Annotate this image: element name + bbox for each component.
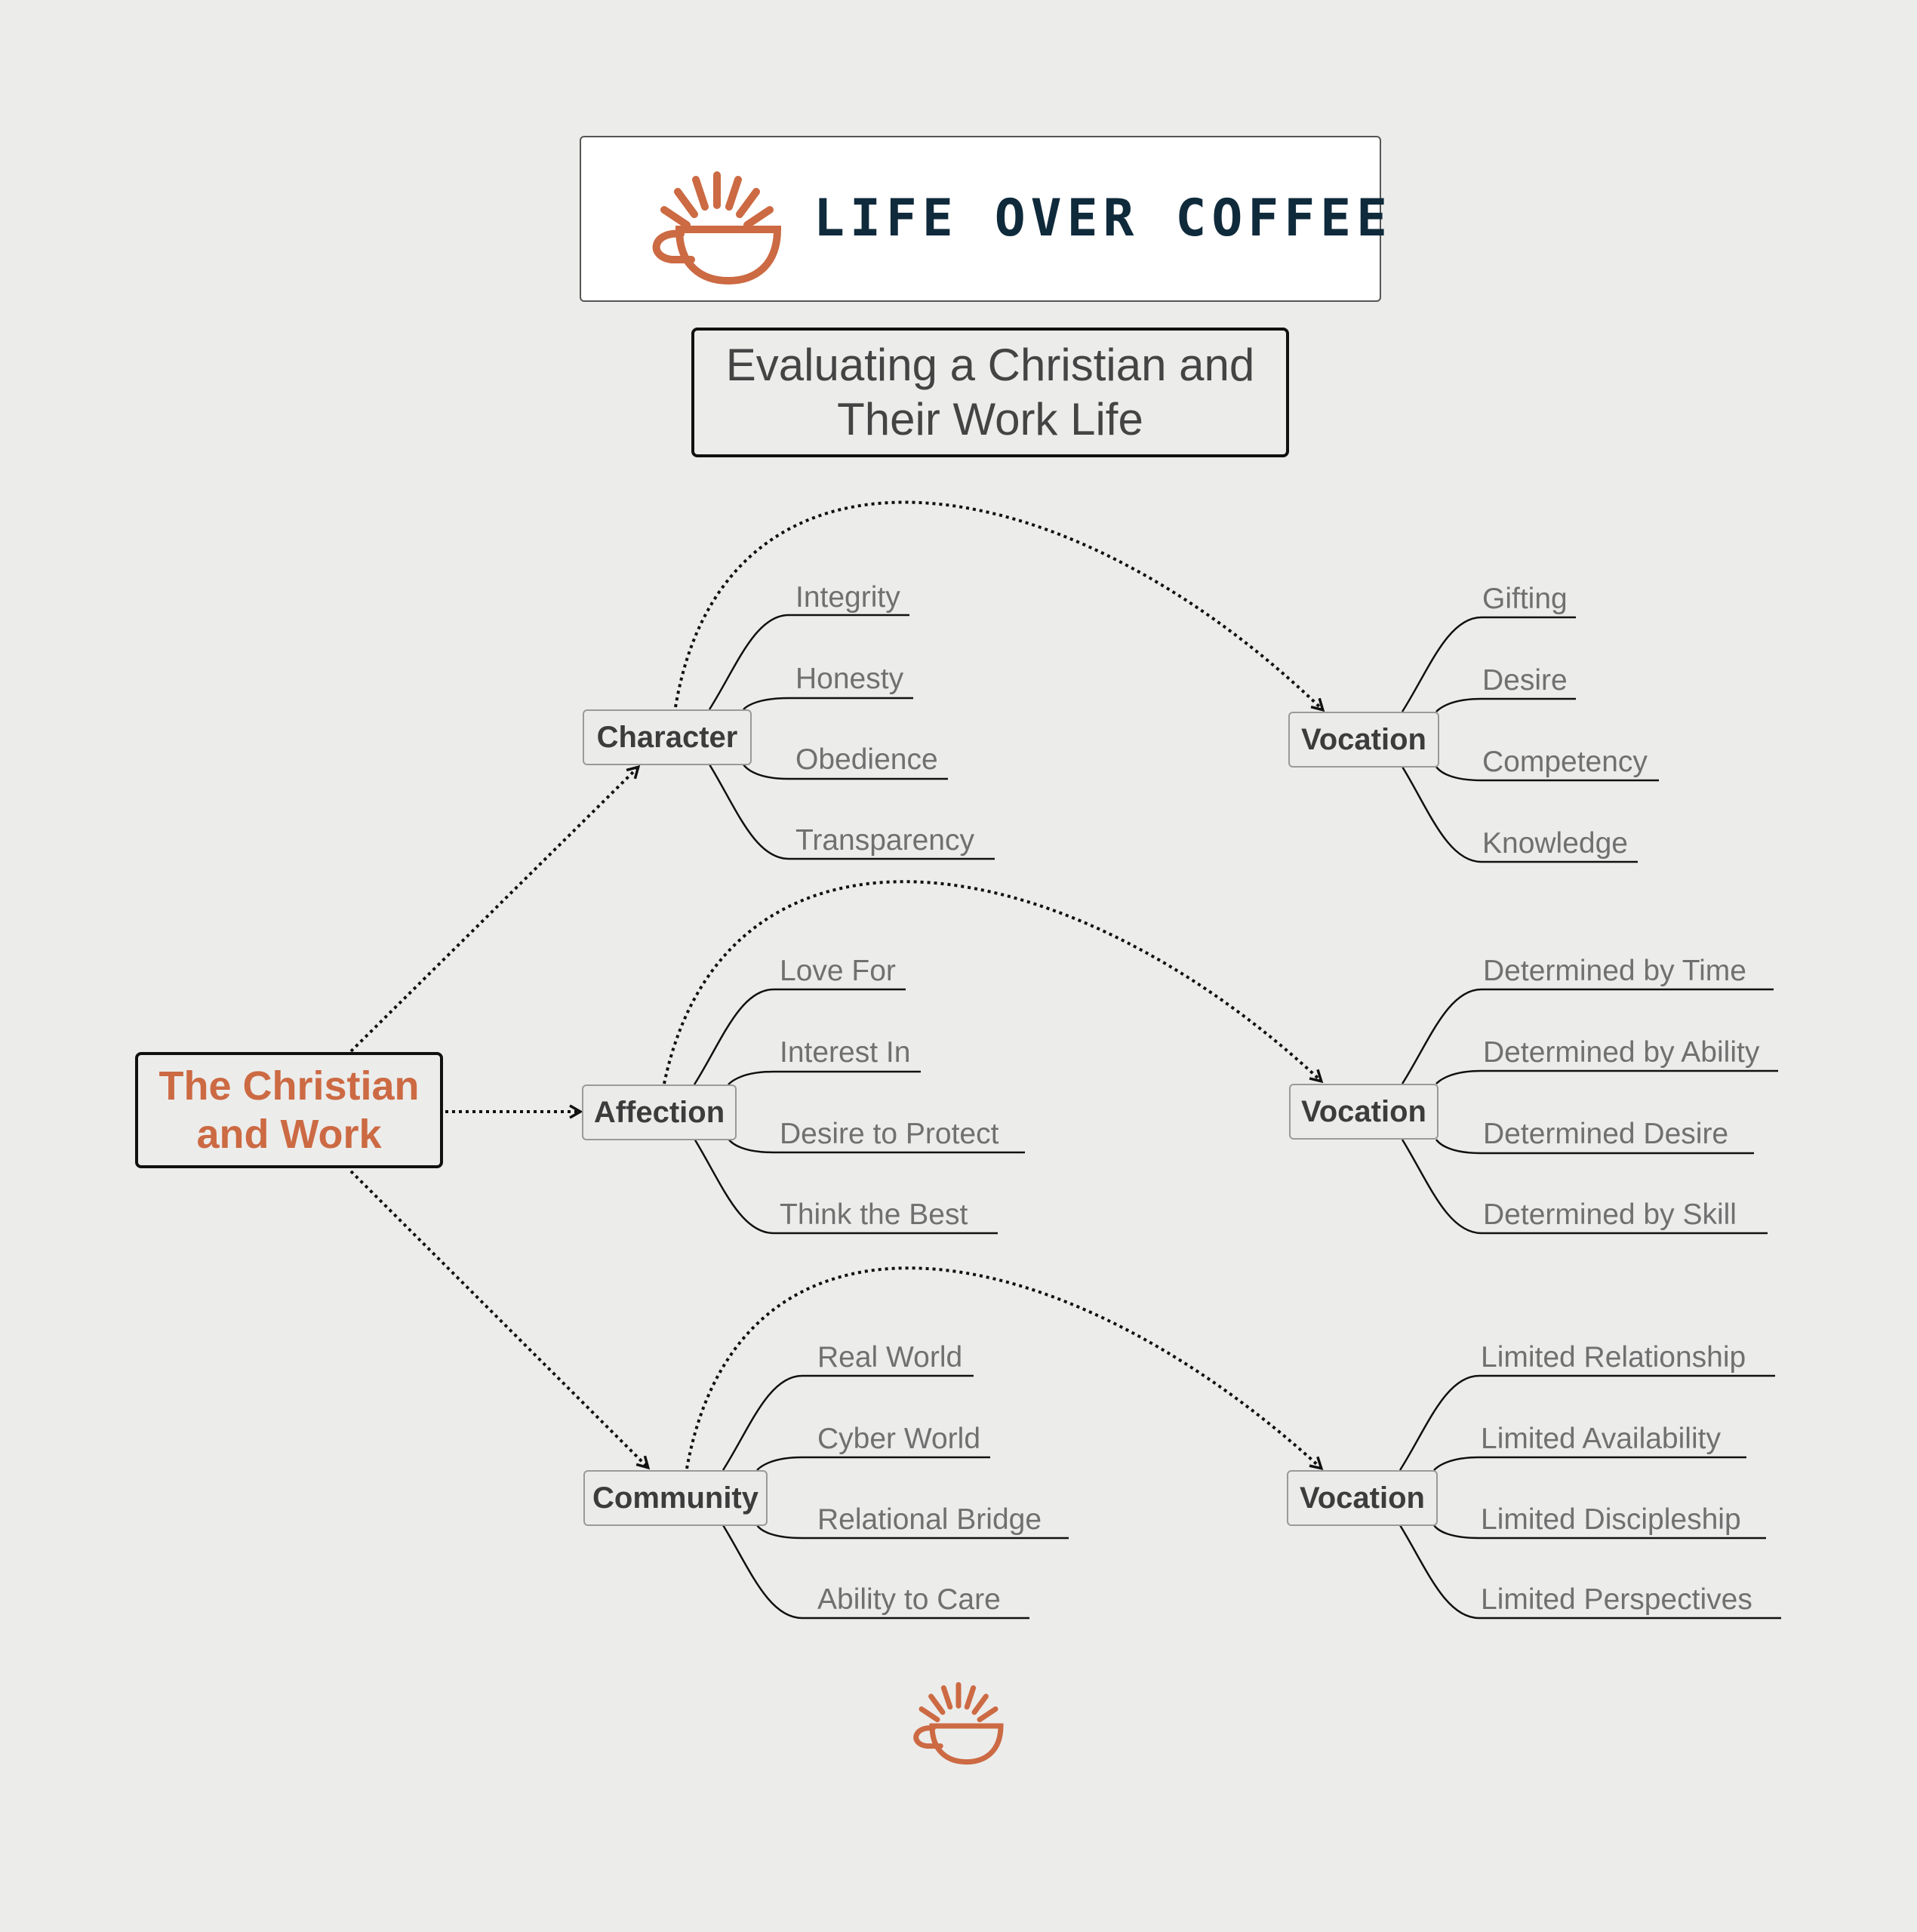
leaf-limited-perspectives[interactable]: Limited Perspectives bbox=[1481, 1583, 1752, 1616]
leaf-competency[interactable]: Competency bbox=[1482, 746, 1648, 778]
leaf-desire[interactable]: Desire bbox=[1482, 664, 1568, 697]
root-to-community-arrow bbox=[349, 1170, 651, 1470]
leaf-real-world[interactable]: Real World bbox=[817, 1341, 963, 1374]
leaf-cyber-world[interactable]: Cyber World bbox=[817, 1423, 981, 1455]
coffee-cup-sunrise-icon bbox=[652, 171, 782, 285]
node-vocation-character[interactable]: Vocation bbox=[1288, 712, 1439, 768]
node-affection[interactable]: Affection bbox=[582, 1084, 737, 1140]
affection-to-vocation-arrow bbox=[663, 880, 1324, 1084]
leaf-determined-by-skill[interactable]: Determined by Skill bbox=[1483, 1198, 1737, 1231]
leaf-desire-to-protect[interactable]: Desire to Protect bbox=[780, 1118, 999, 1150]
root-node[interactable]: The Christian and Work bbox=[135, 1052, 443, 1168]
leaf-limited-relationship[interactable]: Limited Relationship bbox=[1481, 1341, 1746, 1374]
leaf-love-for[interactable]: Love For bbox=[780, 955, 896, 987]
leaf-gifting[interactable]: Gifting bbox=[1482, 583, 1568, 615]
root-to-character-arrow bbox=[349, 764, 641, 1053]
leaf-ability-to-care[interactable]: Ability to Care bbox=[817, 1583, 1001, 1616]
root-label-line-2: and Work bbox=[196, 1112, 382, 1157]
title-line-2: Their Work Life bbox=[837, 394, 1143, 445]
brand-banner: LIFE OVER COFFEE bbox=[580, 136, 1387, 302]
leaf-obedience[interactable]: Obedience bbox=[795, 743, 938, 776]
footer-coffee-cup-icon bbox=[913, 1681, 1004, 1765]
leaf-interest-in[interactable]: Interest In bbox=[780, 1036, 911, 1069]
node-character[interactable]: Character bbox=[583, 709, 752, 765]
leaf-relational-bridge[interactable]: Relational Bridge bbox=[817, 1503, 1042, 1536]
root-label-line-1: The Christian bbox=[158, 1063, 420, 1109]
character-to-vocation-arrow bbox=[674, 500, 1325, 712]
brand-name: LIFE OVER COFFEE bbox=[814, 189, 1393, 248]
title-line-1: Evaluating a Christian and bbox=[725, 340, 1255, 390]
diagram-title: Evaluating a Christian and Their Work Li… bbox=[691, 328, 1289, 457]
leaf-determined-desire[interactable]: Determined Desire bbox=[1483, 1118, 1729, 1150]
leaf-limited-discipleship[interactable]: Limited Discipleship bbox=[1481, 1503, 1741, 1536]
leaf-determined-by-time[interactable]: Determined by Time bbox=[1483, 955, 1746, 987]
leaf-transparency[interactable]: Transparency bbox=[795, 824, 974, 857]
leaf-honesty[interactable]: Honesty bbox=[795, 663, 904, 695]
leaf-think-the-best[interactable]: Think the Best bbox=[780, 1198, 968, 1231]
node-vocation-affection[interactable]: Vocation bbox=[1289, 1084, 1439, 1140]
node-vocation-community[interactable]: Vocation bbox=[1287, 1470, 1438, 1526]
leaf-determined-by-ability[interactable]: Determined by Ability bbox=[1483, 1036, 1760, 1069]
leaf-integrity[interactable]: Integrity bbox=[795, 581, 900, 614]
community-to-vocation-arrow bbox=[685, 1266, 1324, 1471]
leaf-knowledge[interactable]: Knowledge bbox=[1482, 827, 1628, 860]
leaf-limited-availability[interactable]: Limited Availability bbox=[1481, 1423, 1721, 1455]
node-community[interactable]: Community bbox=[583, 1470, 768, 1526]
